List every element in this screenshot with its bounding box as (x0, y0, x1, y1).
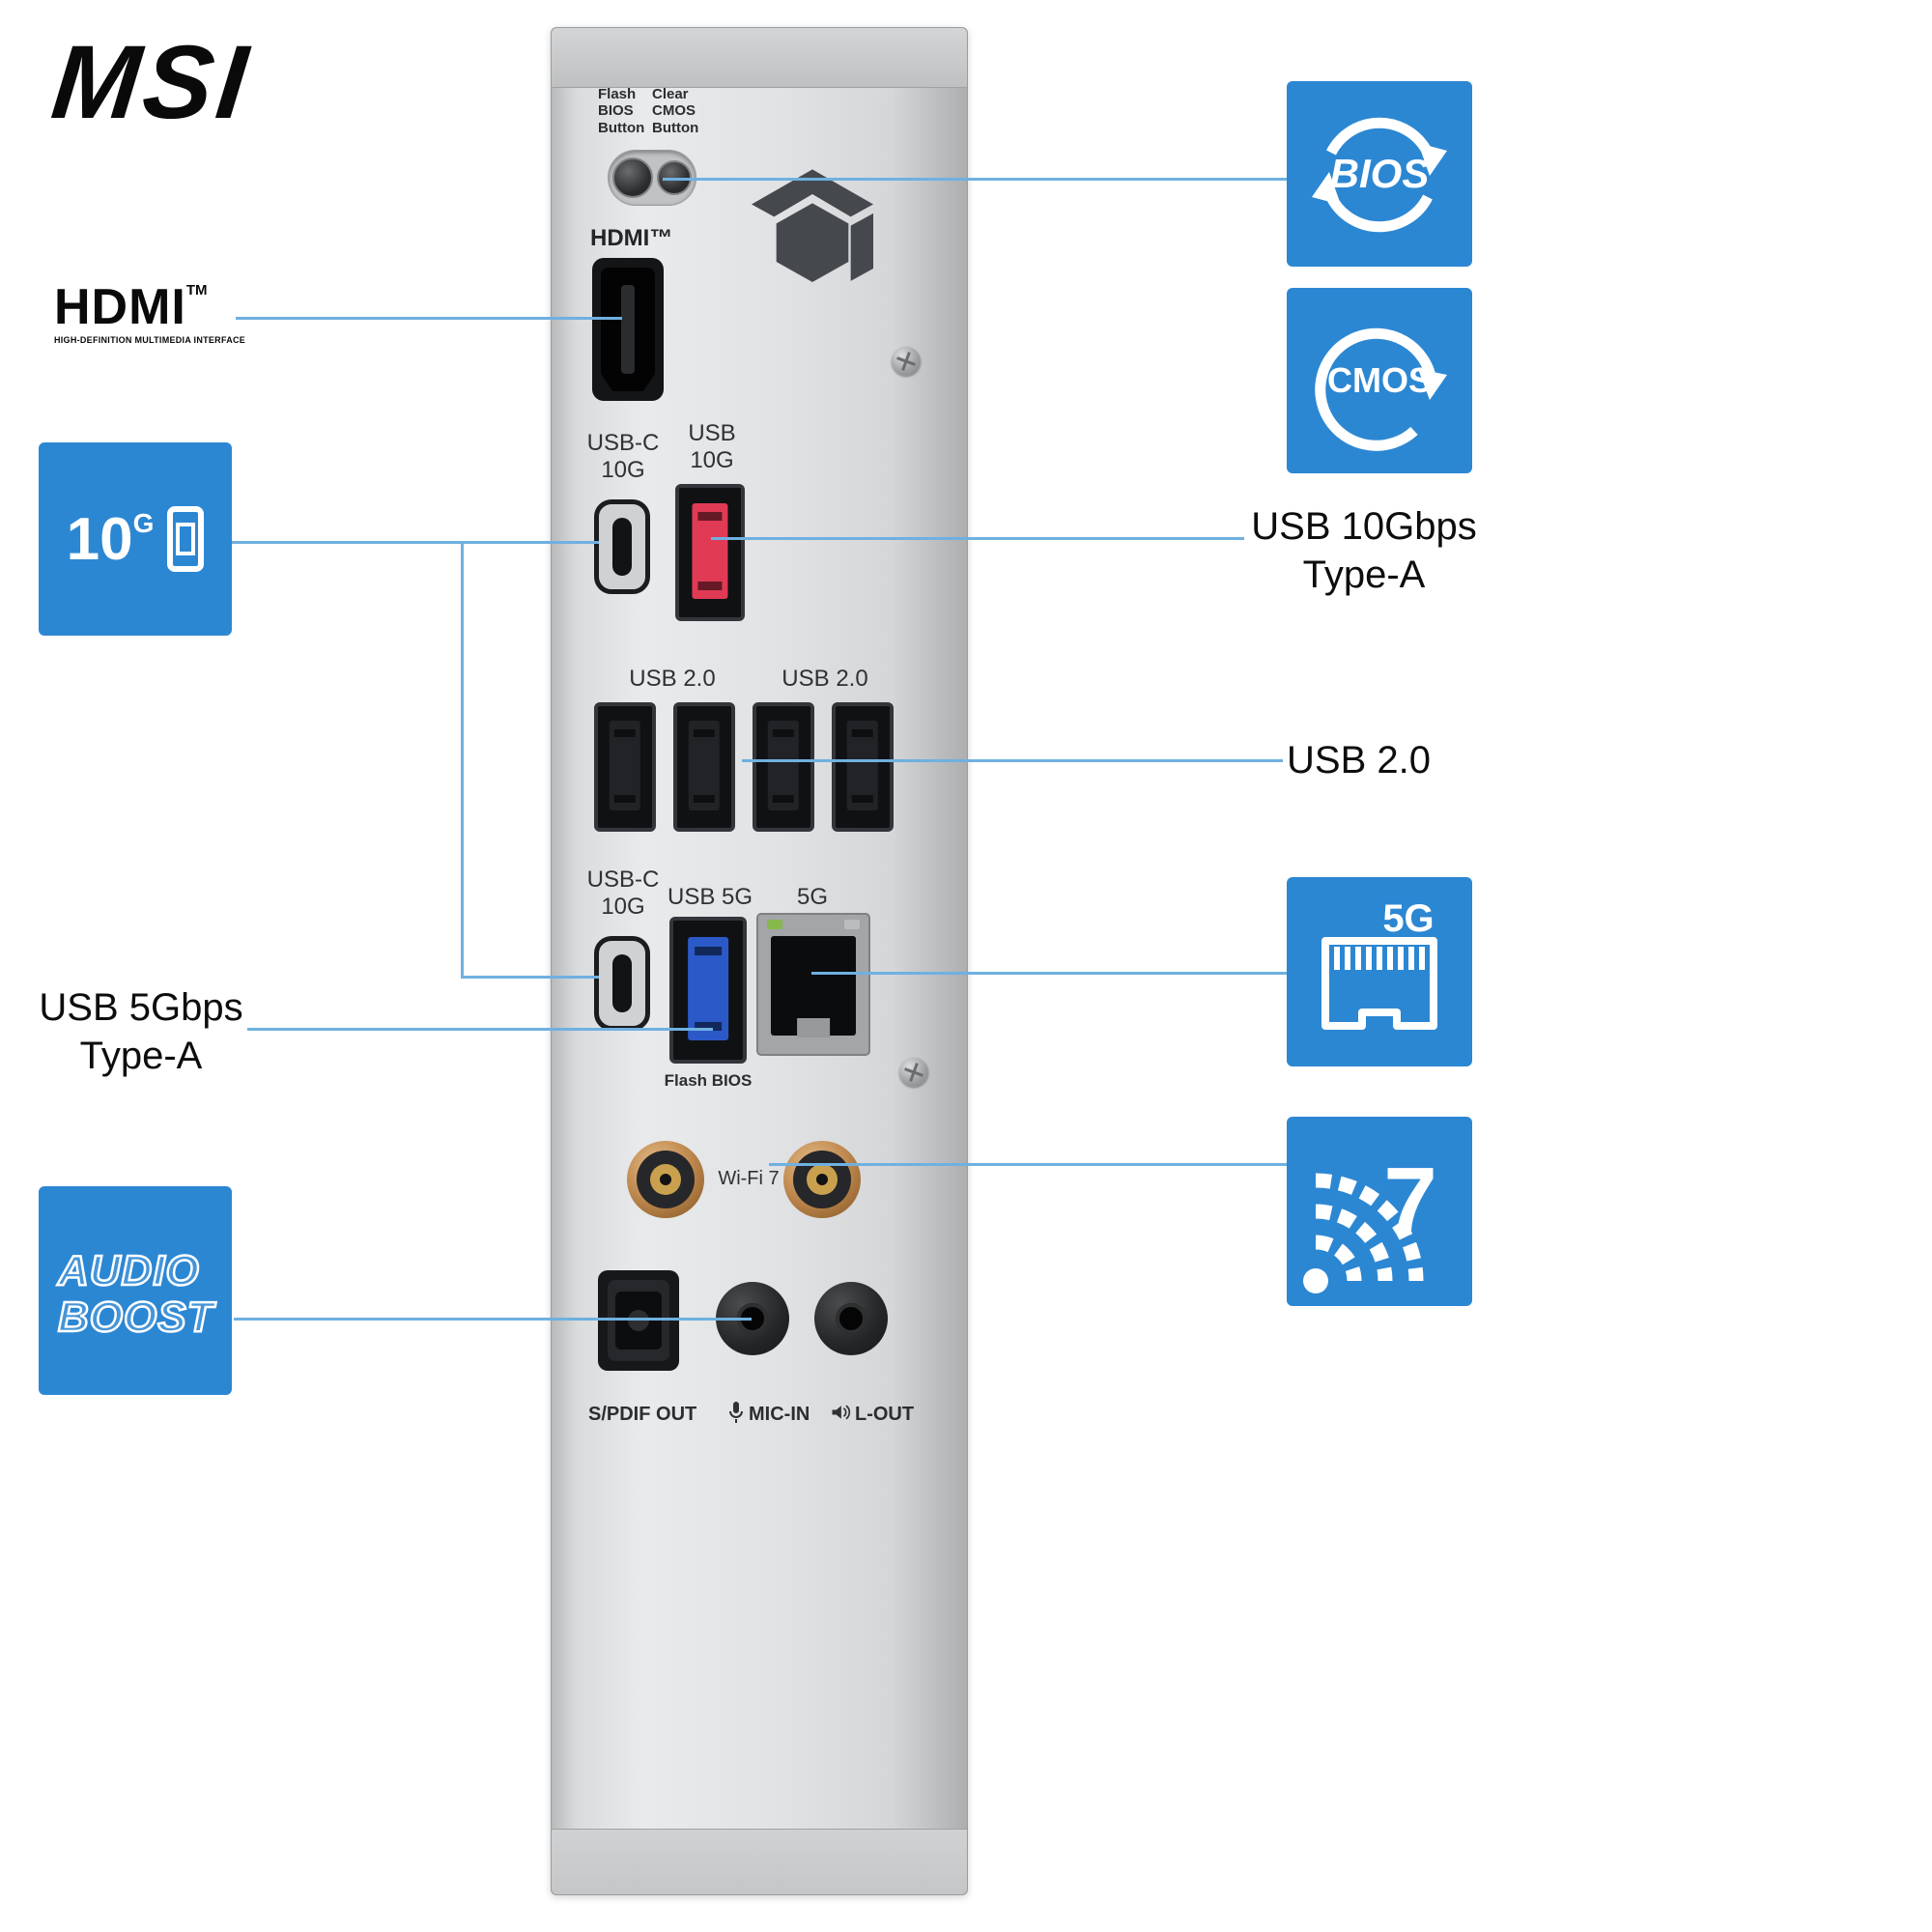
cmos-badge: CMOS (1287, 288, 1472, 473)
hdmi-port-label: HDMI™ (590, 225, 673, 251)
usb-c-10g-port-bottom (594, 936, 650, 1031)
bracket-top (552, 28, 967, 88)
usb-red-tongue (692, 503, 728, 600)
usb-tongue (609, 721, 641, 811)
usb-2-port-2 (673, 702, 735, 832)
ethernet-5g-port (756, 913, 870, 1056)
lan-5g-badge: 5G (1287, 877, 1472, 1066)
ethernet-port-icon: 5G (1321, 897, 1437, 1030)
usb-tongue (846, 721, 879, 811)
callout-line-bios (663, 178, 1287, 181)
callout-line-audio (234, 1318, 752, 1321)
callout-line-hdmi (236, 317, 622, 320)
usb-10g-label: USB 10G (688, 420, 736, 473)
wifi-7-badge: 7 (1287, 1117, 1472, 1306)
usb-c-slot (612, 954, 632, 1012)
io-panel: Flash BIOS Button Clear CMOS Button HDMI… (551, 27, 968, 1895)
jack-hole (836, 1303, 867, 1334)
ethernet-opening (770, 935, 857, 1037)
usb-c-10g-top-label: USB-C 10G (586, 430, 660, 483)
hdmi-port-slot (621, 285, 635, 374)
hdmi-logo-subtitle: HIGH-DEFINITION MULTIMEDIA INTERFACE (54, 335, 246, 345)
flash-bios-button (612, 157, 653, 198)
button-labels: Flash BIOS Button Clear CMOS Button (598, 86, 702, 136)
line-out-label: L-OUT (855, 1404, 915, 1425)
callout-line-wifi (769, 1163, 1287, 1166)
wifi-waves-icon: 7 (1303, 1148, 1437, 1293)
bios-badge: BIOS (1287, 81, 1472, 267)
audio-boost-text-line1: AUDIO (57, 1247, 200, 1295)
flash-bios-button-label: Flash BIOS Button (598, 86, 645, 136)
msi-logo: MSI (46, 23, 257, 140)
button-recess (608, 150, 696, 206)
mic-in-label: MIC-IN (749, 1404, 810, 1425)
antenna-connector-right (783, 1141, 861, 1218)
usb-tongue (688, 721, 721, 811)
usb-5g-label: USB 5G (667, 884, 753, 910)
cmos-reset-icon: CMOS (1315, 327, 1447, 451)
usb-10gbps-type-a-label: USB 10Gbps Type-A (1251, 505, 1477, 596)
spdif-out-port (598, 1270, 679, 1371)
hdmi-tm-mark: TM (185, 282, 208, 298)
mic-icon (729, 1402, 743, 1423)
antenna-pin-hole (815, 1173, 829, 1186)
speaker-icon (832, 1405, 851, 1420)
cmos-badge-text: CMOS (1327, 360, 1432, 400)
usb-2-port-4 (832, 702, 894, 832)
usb-10g-badge: 10G (39, 442, 232, 636)
usb-plug-icon (167, 506, 205, 572)
ethernet-led-green (767, 920, 782, 929)
wifi-badge-text: 7 (1383, 1148, 1437, 1256)
usb-2-0-label: USB 2.0 (1287, 739, 1431, 781)
hdmi-logo-text: HDMI (54, 279, 186, 335)
antenna-pin-hole (659, 1173, 672, 1186)
usb-2-port-1 (594, 702, 656, 832)
flash-bios-port-label: Flash BIOS (664, 1071, 753, 1090)
hdmi-port (592, 258, 664, 401)
usb-c-10g-bottom-label: USB-C 10G (586, 867, 660, 920)
usb-2-port-3 (753, 702, 814, 832)
usb-c-10g-port-top (594, 499, 650, 594)
bios-refresh-icon: BIOS (1312, 117, 1447, 233)
audio-boost-badge: AUDIO BOOST (39, 1186, 232, 1395)
screw-bottom (899, 1058, 928, 1087)
clear-cmos-button-label: Clear CMOS Button (652, 86, 699, 136)
callout-line-5g-lan (811, 972, 1287, 975)
usb-10g-type-a-port (675, 484, 745, 621)
callout-line-usb5g (247, 1028, 713, 1031)
antenna-connector-left (627, 1141, 704, 1218)
line-out-jack (814, 1282, 888, 1355)
hdmi-logo-wordmark: HDMITM (54, 282, 257, 332)
audio-boost-text-line2: BOOST (57, 1293, 214, 1341)
callout-line-usb10g (711, 537, 1244, 540)
usb-c-slot (612, 518, 632, 576)
wifi-7-label: Wi-Fi 7 (718, 1168, 780, 1189)
usb-2-label-right: USB 2.0 (781, 666, 868, 692)
usb-5g-flash-bios-port (669, 917, 747, 1064)
callout-line-usb20 (742, 759, 1283, 762)
spdif-lens (628, 1310, 649, 1331)
usb-10g-sup: G (132, 507, 155, 538)
usb-10g-badge-text: 10G (67, 505, 155, 574)
lan-badge-text: 5G (1382, 897, 1434, 940)
hdmi-logo: HDMITM HIGH-DEFINITION MULTIMEDIA INTERF… (54, 282, 257, 345)
msi-emblem (752, 169, 873, 282)
callout-line-10g-bottom (461, 976, 599, 979)
bios-badge-text: BIOS (1330, 151, 1430, 196)
usb-blue-tongue (688, 937, 728, 1040)
ethernet-led-amber (844, 920, 860, 929)
lan-5g-label: 5G (796, 884, 828, 910)
usb-10g-number: 10 (66, 505, 133, 573)
callout-line-10g-top (230, 541, 599, 544)
bracket-bottom (552, 1829, 967, 1894)
screw-top (892, 347, 921, 376)
usb-2-label-left: USB 2.0 (629, 666, 716, 692)
callout-line-10g-vertical (461, 541, 464, 978)
usb-5gbps-type-a-label: USB 5Gbps Type-A (39, 986, 243, 1077)
spdif-out-label: S/PDIF OUT (588, 1404, 697, 1425)
usb-tongue (767, 721, 800, 811)
